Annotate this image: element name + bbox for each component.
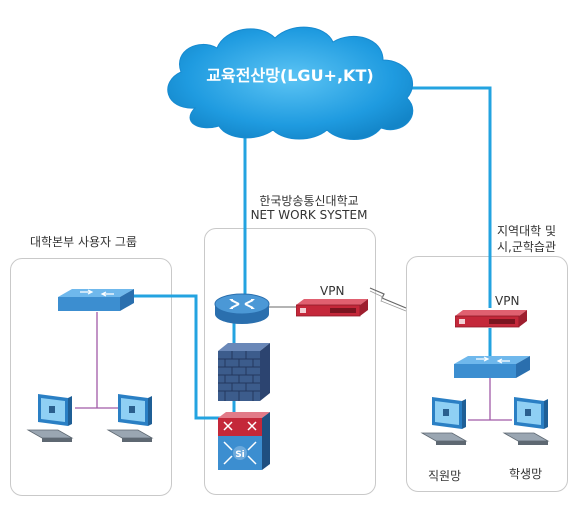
- cloud-label: 교육전산망(LGU+,KT): [206, 66, 374, 85]
- switch-icon: [454, 356, 530, 378]
- link-left-switch-core: [130, 294, 222, 420]
- center-title-line2: NET WORK SYSTEM: [250, 208, 368, 222]
- lightning-icon: [369, 287, 407, 312]
- computer-icon: [502, 397, 550, 445]
- staff-network-label: 직원망: [428, 469, 462, 483]
- link-cloud-right-vpn: [378, 86, 492, 308]
- student-network-label: 학생망: [509, 467, 543, 481]
- vpn-device-icon: [455, 310, 527, 328]
- left-group-title: 대학본부 사용자 그룹: [30, 235, 137, 249]
- computer-icon: [420, 397, 468, 445]
- right-vpn-label: VPN: [495, 294, 520, 308]
- firewall-icon: [218, 343, 270, 401]
- right-group-title-line2: 시,군학습관: [497, 240, 557, 254]
- center-vpn-label: VPN: [320, 284, 345, 298]
- cloud-icon: [167, 26, 414, 140]
- router-icon: [214, 293, 270, 324]
- computer-icon: [26, 394, 74, 442]
- computer-icon: [106, 394, 154, 442]
- svg-text:Si: Si: [235, 450, 245, 460]
- core-switch-icon: Si: [218, 412, 270, 470]
- center-title-line1: 한국방송통신대학교: [259, 194, 359, 208]
- switch-icon: [58, 289, 134, 311]
- right-group-title-line1: 지역대학 및: [497, 224, 557, 238]
- vpn-device-icon: [296, 299, 368, 317]
